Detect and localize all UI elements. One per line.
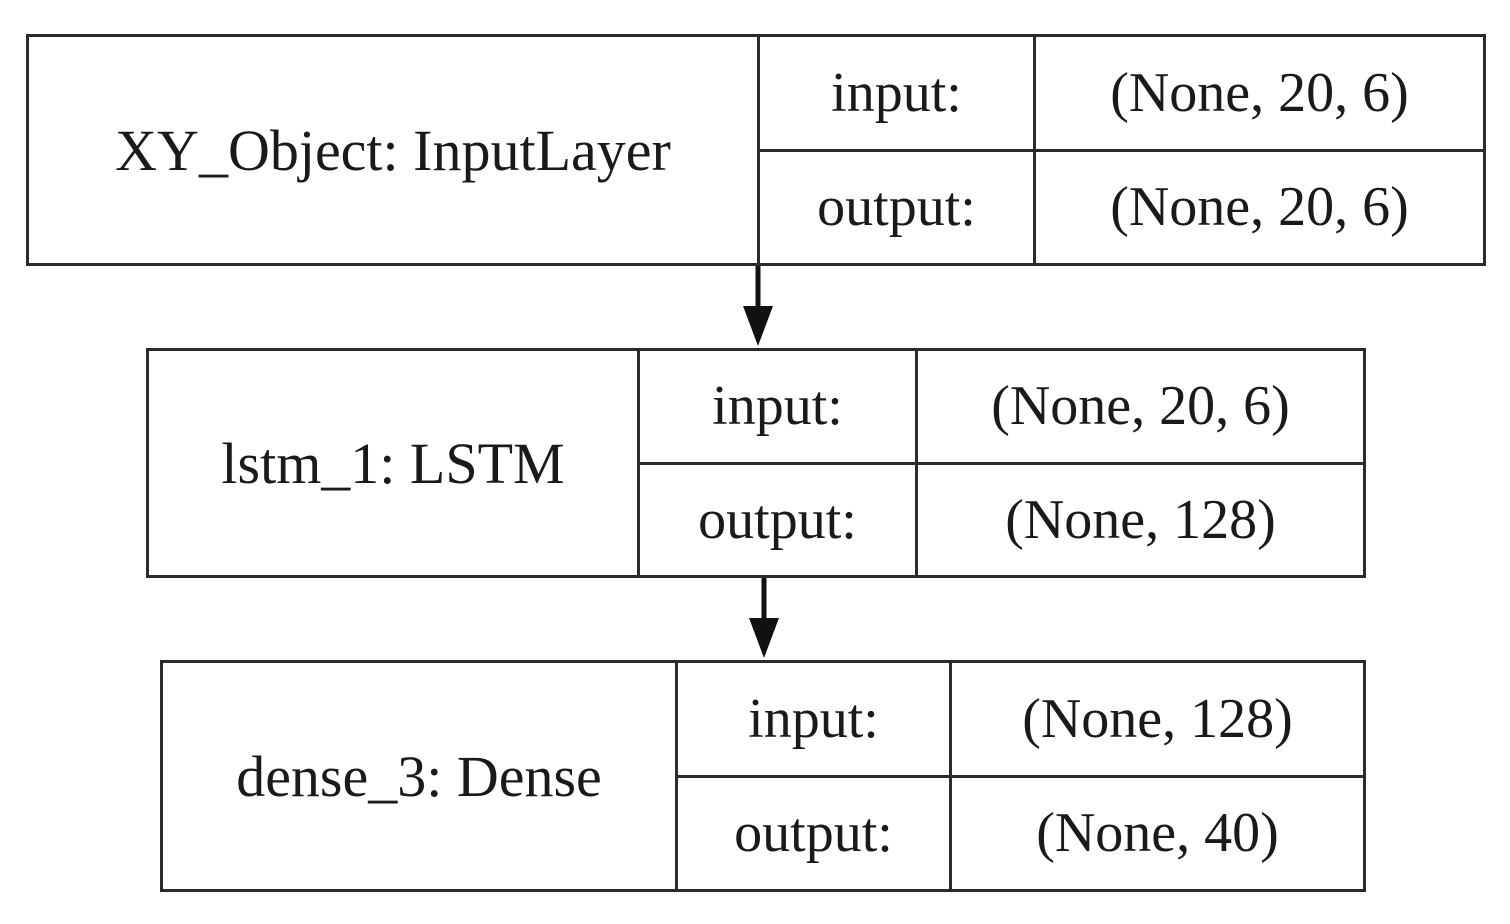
arrowhead-icon — [743, 306, 773, 346]
edge-input-to-lstm — [743, 266, 773, 346]
shape-column: (None, 20, 6) (None, 20, 6) — [1036, 37, 1483, 263]
layer-name: XY_Object: InputLayer — [29, 37, 760, 263]
input-shape: (None, 20, 6) — [918, 351, 1363, 465]
layer-node-lstm: lstm_1: LSTM input: output: (None, 20, 6… — [146, 348, 1366, 578]
layer-name: lstm_1: LSTM — [149, 351, 640, 575]
input-label: input: — [678, 663, 949, 778]
shape-column: (None, 20, 6) (None, 128) — [918, 351, 1363, 575]
input-label: input: — [640, 351, 915, 465]
layer-node-dense: dense_3: Dense input: output: (None, 128… — [160, 660, 1366, 892]
io-label-column: input: output: — [640, 351, 918, 575]
shape-column: (None, 128) (None, 40) — [952, 663, 1363, 889]
output-shape: (None, 40) — [1036, 802, 1279, 865]
layer-node-input: XY_Object: InputLayer input: output: (No… — [26, 34, 1486, 266]
input-shape: (None, 20, 6) — [1036, 37, 1483, 152]
output-shape: (None, 128) — [1005, 488, 1276, 551]
output-label: output: — [734, 802, 893, 865]
output-label: output: — [698, 488, 857, 551]
output-shape: (None, 20, 6) — [1110, 176, 1409, 239]
output-label: output: — [817, 176, 976, 239]
io-label-column: input: output: — [678, 663, 952, 889]
input-shape: (None, 128) — [952, 663, 1363, 778]
layer-name: dense_3: Dense — [163, 663, 678, 889]
arrowhead-icon — [749, 618, 779, 658]
input-label: input: — [760, 37, 1033, 152]
edge-lstm-to-dense — [749, 578, 779, 658]
io-label-column: input: output: — [760, 37, 1036, 263]
